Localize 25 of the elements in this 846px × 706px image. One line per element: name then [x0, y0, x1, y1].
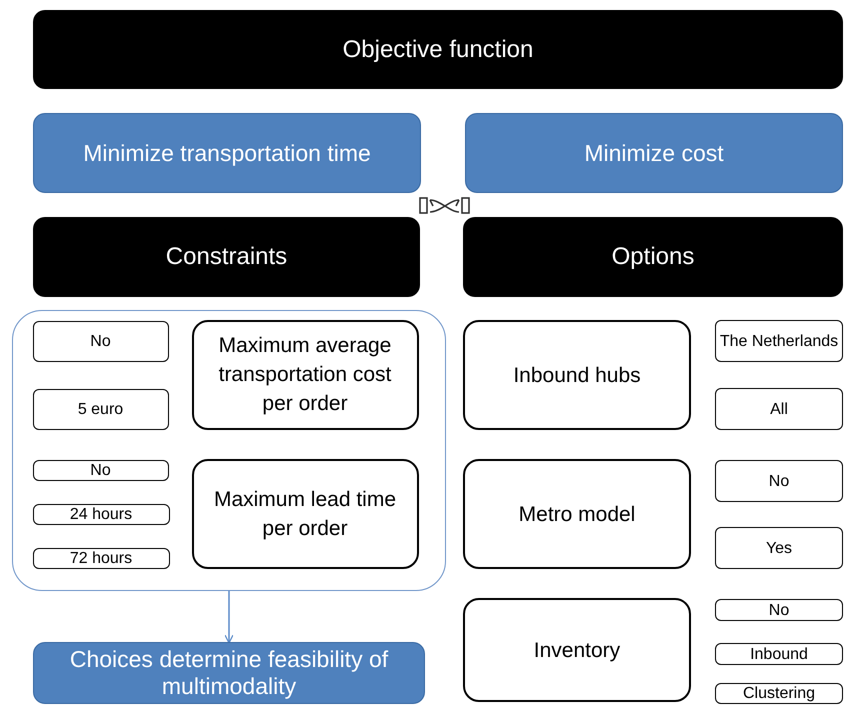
value-box: 5 euro [32, 388, 168, 430]
value-box: No [715, 460, 843, 502]
arrow [224, 591, 234, 644]
value-box: Clustering [715, 683, 843, 704]
group-outline [12, 310, 446, 591]
option-box: Inventory [463, 598, 691, 702]
value-box: 72 hours [32, 548, 170, 568]
objective-box: Minimize cost [465, 113, 843, 193]
value-box: The Netherlands [715, 320, 843, 362]
objective-box: Minimize transportation time [33, 113, 421, 193]
value-box: No [32, 460, 168, 480]
value-box: No [715, 599, 843, 621]
header-bar: Constraints [33, 217, 420, 297]
result-box: Choices determine feasibility of multimodality [33, 642, 425, 704]
header-bar: Objective function [33, 10, 843, 89]
constraint-box: Maximum average transportation cost per order [192, 320, 418, 430]
value-box: Inbound [715, 643, 843, 665]
option-box: Inbound hubs [463, 320, 691, 430]
value-box: Yes [715, 527, 843, 569]
constraint-box: Maximum lead time per order [192, 458, 418, 568]
header-bar: Options [463, 217, 843, 297]
value-box: No [32, 320, 168, 362]
value-box: All [715, 388, 843, 430]
value-box: 24 hours [32, 504, 170, 524]
option-box: Metro model [463, 459, 691, 569]
